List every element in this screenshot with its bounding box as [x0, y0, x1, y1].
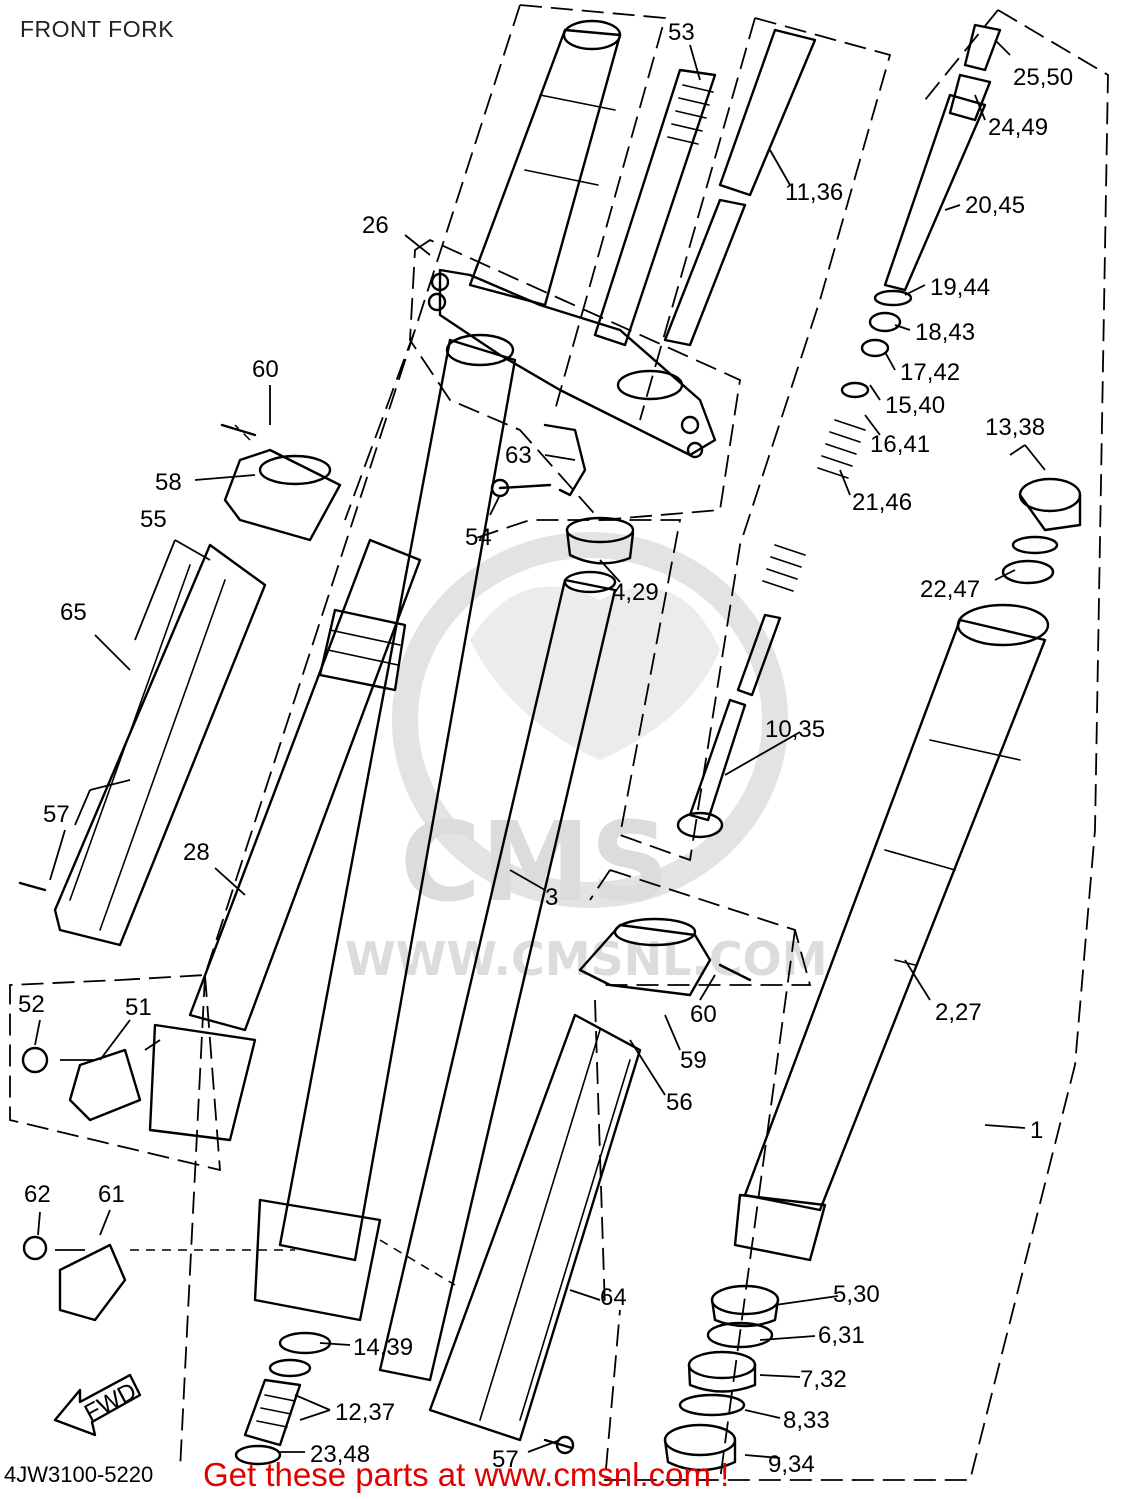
callout-18-43: 18,43	[915, 319, 975, 346]
callout-52: 52	[18, 991, 45, 1018]
callout-15-40: 15,40	[885, 392, 945, 419]
fork-bottom-tube	[148, 538, 422, 1142]
callout-59: 59	[680, 1047, 707, 1074]
parts-drawings: FWD	[18, 19, 1082, 1472]
callout-4-29: 4,29	[612, 579, 659, 606]
watermark-logo: CMS	[400, 798, 669, 926]
small-bolts	[18, 423, 752, 1455]
watermark-url: WWW.CMSNL.COM	[345, 932, 828, 986]
callout-10-35: 10,35	[765, 716, 825, 743]
callout-60-bottom: 60	[690, 1001, 717, 1028]
fork-slider	[378, 570, 617, 1382]
base-valve	[234, 1331, 332, 1466]
callout-63: 63	[505, 442, 532, 469]
diagram-code: 4JW3100-5220	[4, 1462, 154, 1487]
callout-53: 53	[668, 19, 695, 46]
callout-26: 26	[362, 212, 389, 239]
dashed-group-outlines	[9, 4, 1109, 1481]
callout-16-41: 16,41	[870, 431, 930, 458]
diagram-title: FRONT FORK	[20, 16, 175, 42]
callout-61: 61	[98, 1181, 125, 1208]
callout-54: 54	[465, 524, 492, 551]
callout-57-left: 57	[43, 801, 70, 828]
cmsnl-watermark: CMS WWW.CMSNL.COM	[345, 532, 828, 986]
callout-1: 1	[1030, 1117, 1043, 1144]
callout-13-38: 13,38	[985, 414, 1045, 441]
callout-64: 64	[600, 1284, 627, 1311]
callout-12-37: 12,37	[335, 1399, 395, 1426]
callout-22-47: 22,47	[920, 576, 980, 603]
callout-6-31: 6,31	[818, 1322, 865, 1349]
callout-8-33: 8,33	[783, 1407, 830, 1434]
fork-inner-tube	[733, 603, 1050, 1262]
callout-14-39: 14,39	[353, 1334, 413, 1361]
callout-2-27: 2,27	[935, 999, 982, 1026]
callout-51: 51	[125, 994, 152, 1021]
leader-lines	[34, 39, 1046, 1459]
callout-60-top: 60	[252, 356, 279, 383]
callout-20-45: 20,45	[965, 192, 1025, 219]
callout-7-32: 7,32	[800, 1366, 847, 1393]
callout-57-bottom: 57	[492, 1446, 519, 1473]
callout-3: 3	[545, 884, 558, 911]
callout-labels: 53 11,36 25,50 24,49 20,45 19,44 18,43 1…	[18, 19, 1073, 1478]
callout-23-48: 23,48	[310, 1441, 370, 1468]
callout-19-44: 19,44	[930, 274, 990, 301]
callout-9-34: 9,34	[768, 1451, 815, 1478]
callout-11-36: 11,36	[785, 179, 843, 206]
fork-guard-right	[428, 917, 712, 1442]
callout-25-50: 25,50	[1013, 64, 1073, 91]
callout-55: 55	[140, 506, 167, 533]
footer-link[interactable]: Get these parts at www.cmsnl.com !	[203, 1456, 730, 1493]
seal-stack	[663, 1284, 780, 1472]
fwd-arrow-icon: FWD	[53, 1373, 142, 1437]
bushing-4-29	[565, 516, 635, 565]
fork-guard-left	[53, 448, 342, 947]
callout-28: 28	[183, 839, 210, 866]
cap-bolt-stack	[676, 23, 1002, 839]
callout-65: 65	[60, 599, 87, 626]
bracket-plates	[21, 1046, 142, 1322]
damper-rod	[593, 68, 717, 347]
cartridge-tube	[663, 28, 817, 347]
callout-24-49: 24,49	[988, 114, 1048, 141]
fork-outer-tube-top	[468, 19, 622, 307]
top-cap	[1001, 477, 1082, 585]
callout-58: 58	[155, 469, 182, 496]
callout-17-42: 17,42	[900, 359, 960, 386]
callout-21-46: 21,46	[852, 489, 912, 516]
callout-56: 56	[666, 1089, 693, 1116]
callout-62: 62	[24, 1181, 51, 1208]
fork-outer-tube	[253, 338, 517, 1322]
callout-5-30: 5,30	[833, 1281, 880, 1308]
